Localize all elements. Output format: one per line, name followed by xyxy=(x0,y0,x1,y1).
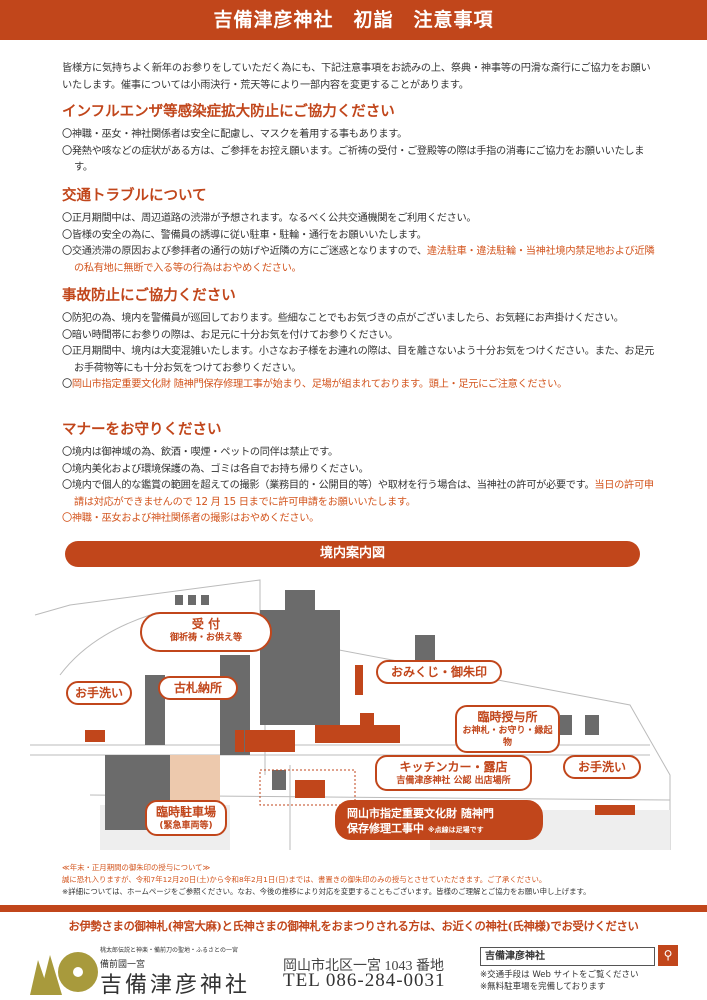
map-title: 境内案内図 xyxy=(65,541,640,567)
footer-tel: TEL 086-284-0031 xyxy=(283,970,446,991)
construction-note: ※点線は足場です xyxy=(427,826,484,834)
section: 事故防止にご協力ください〇防犯の為、境内を警備員が巡回しております。些細なことで… xyxy=(62,286,662,394)
notice-text: 〇発熱や咳などの症状がある方は、ご参拝をお控え願います。ご祈祷の受付・ご登殿等の… xyxy=(62,145,645,174)
map-label-toilet-right: お手洗い xyxy=(563,755,641,779)
precinct-map: 受 付御祈祷・お供え等 古札納所 お手洗い おみくじ・御朱印 臨時授与所お神札・… xyxy=(30,575,690,850)
notice-item: 〇岡山市指定重要文化財 随神門保存修理工事が始まり、足場が組まれております。頭上… xyxy=(62,377,662,394)
notice-item: 〇皆様の安全の為に、警備員の誘導に従い駐車・駐輪・通行をお願いいたします。 xyxy=(62,228,662,245)
construction-label: 岡山市指定重要文化財 随神門 xyxy=(347,807,494,820)
notes-detail: ※詳細については、ホームページをご参照ください。なお、今後の推移により対応を変更… xyxy=(62,887,591,896)
notice-text: 〇神職・巫女・神社関係者は安全に配慮し、マスクを着用する事もあります。 xyxy=(62,129,408,140)
notice-item: 〇発熱や咳などの症状がある方は、ご参拝をお控え願います。ご祈祷の受付・ご登殿等の… xyxy=(62,144,662,177)
map-label-construction: 岡山市指定重要文化財 随神門保存修理工事中 ※点線は足場です xyxy=(335,800,543,840)
page-title: 吉備津彦神社 初詣 注意事項 xyxy=(0,0,707,40)
map-label-kitchen: キッチンカー・露店吉備津彦神社 公認 出店場所 xyxy=(375,755,532,791)
map-label-kofuda: 古札納所 xyxy=(158,676,238,700)
notice-item: 〇神職・巫女・神社関係者は安全に配慮し、マスクを着用する事もあります。 xyxy=(62,127,662,144)
kitchen-sublabel: 吉備津彦神社 公認 出店場所 xyxy=(396,776,511,786)
section-title: 事故防止にご協力ください xyxy=(62,288,236,304)
section-title: 交通トラブルについて xyxy=(62,188,207,204)
notice-item: 〇交通渋滞の原因および参拝者の通行の妨げや近隣の方にご迷惑となりますので、違法駐… xyxy=(62,244,662,277)
notice-text-highlight: 違法駐車・違法駐輪・当神社境内禁足地および近隣の私有地に無断で入る等の行為はおや… xyxy=(74,246,655,274)
notice-text: 〇暗い時間帯にお参りの際は、お足元に十分お気を付けてお参りください。 xyxy=(62,329,398,341)
construction-label-2: 保存修理工事中 xyxy=(347,822,424,835)
footer-ichinomiya: 備前國一宮 xyxy=(100,960,146,970)
notice-item: 〇防犯の為、境内を警備員が巡回しております。些細なことでもお気づきの点がございま… xyxy=(62,311,662,328)
search-button[interactable]: ⚲ xyxy=(658,945,678,966)
section: インフルエンザ等感染症拡大防止にご協力ください〇神職・巫女・神社関係者は安全に配… xyxy=(62,102,662,177)
notice-item: 〇境内美化および環境保護の為、ゴミは各自でお持ち帰りください。 xyxy=(62,462,662,479)
notice-text-highlight: 当日の許可申請は対応ができませんので 12 月 15 日までに許可申請をお願いい… xyxy=(74,480,654,508)
map-drawing xyxy=(30,579,671,850)
notes-body: 誠に恐れ入りますが、令和7年12月20日(土)から令和8年2月1日(日)までは、… xyxy=(62,875,547,884)
map-label-parking: 臨時駐車場 (緊急車両等) xyxy=(145,800,227,836)
notice-item: 〇正月期間中、境内は大変混雑いたします。小さなお子様をお連れの際は、目を離さない… xyxy=(62,344,662,377)
kitchen-label: キッチンカー・露店 xyxy=(399,760,508,774)
footer-shrine-name: 吉備津彦神社 xyxy=(100,973,251,998)
parking-label: 臨時駐車場 xyxy=(155,805,216,819)
reception-sublabel: 御祈祷・お供え等 xyxy=(169,633,242,643)
search-input[interactable]: 吉備津彦神社 xyxy=(480,947,655,966)
notice-text: 〇正月期間中は、周辺道路の渋滞が予想されます。なるべく公共交通機関をご利用くださ… xyxy=(62,213,477,224)
notice-text: 〇正月期間中、境内は大変混雑いたします。小さなお子様をお連れの際は、目を離さない… xyxy=(62,346,655,374)
notice-item: 〇境内で個人的な鑑賞の範囲を超えての撮影（業務目的・公開目的等）や取材を行う場合… xyxy=(62,478,662,511)
notice-text: 〇皆様の安全の為に、警備員の誘導に従い駐車・駐輪・通行をお願いいたします。 xyxy=(62,229,427,241)
reception-label: 受 付 xyxy=(191,617,221,631)
footer-address: 岡山市北区一宮 1043 番地 xyxy=(283,959,444,974)
notice-text: 〇防犯の為、境内を警備員が巡回しております。些細なことでもお気づきの点がございま… xyxy=(62,313,624,324)
map-label-toilet-left: お手洗い xyxy=(66,681,132,705)
shrine-crest-logo xyxy=(30,952,98,995)
search-icon: ⚲ xyxy=(663,948,673,962)
parking-sublabel: (緊急車両等) xyxy=(159,821,213,831)
section-title: インフルエンザ等感染症拡大防止にご協力ください xyxy=(62,104,395,120)
notice-text: 〇境内で個人的な鑑賞の範囲を超えての撮影（業務目的・公開目的等）や取材を行う場合… xyxy=(62,480,595,491)
notice-item: 〇神職・巫女および神社関係者の撮影はおやめください。 xyxy=(62,511,662,528)
ise-notice: お伊勢さまの御神札(神宮大麻)と氏神さまの御神札をおまつりされる方は、お近くの神… xyxy=(68,919,639,933)
notice-item: 〇正月期間中は、周辺道路の渋滞が予想されます。なるべく公共交通機関をご利用くださ… xyxy=(62,211,662,228)
section: マナーをお守りください〇境内は御神域の為、飲酒・喫煙・ペットの同伴は禁止です。〇… xyxy=(62,420,662,528)
notice-item: 〇暗い時間帯にお参りの際は、お足元に十分お気を付けてお参りください。 xyxy=(62,328,662,345)
goshuin-notes: ≪年末・正月期間の御朱印の授与について≫ 誠に恐れ入りますが、令和7年12月20… xyxy=(62,862,682,898)
notice-text: 〇境内美化および環境保護の為、ゴミは各自でお持ち帰りください。 xyxy=(62,463,369,475)
notice-item: 〇境内は御神域の為、飲酒・喫煙・ペットの同伴は禁止です。 xyxy=(62,445,662,462)
divider-bar xyxy=(0,905,707,912)
map-label-reception: 受 付御祈祷・お供え等 xyxy=(140,612,272,652)
section: 交通トラブルについて〇正月期間中は、周辺道路の渋滞が予想されます。なるべく公共交… xyxy=(62,186,662,277)
map-label-juyo: 臨時授与所お神札・お守り・縁起物 xyxy=(455,705,560,753)
intro-text: 皆様方に気持ちよく新年のお参りをしていただく為にも、下記注意事項をお読みの上、祭… xyxy=(62,63,651,91)
juyo-sublabel: お神札・お守り・縁起物 xyxy=(462,726,553,748)
section-title: マナーをお守りください xyxy=(62,422,222,438)
footer-note-parking: ※無料駐車場を完備しております xyxy=(480,982,606,992)
notes-title: ≪年末・正月期間の御朱印の授与について≫ xyxy=(62,863,211,872)
notice-text: 〇 xyxy=(62,379,72,390)
notice-text: 〇交通渋滞の原因および参拝者の通行の妨げや近隣の方にご迷惑となりますので、 xyxy=(62,246,427,257)
notice-text-highlight: 岡山市指定重要文化財 随神門保存修理工事が始まり、足場が組まれております。頭上・… xyxy=(71,379,567,390)
map-label-omikuji: おみくじ・御朱印 xyxy=(376,660,502,684)
notice-text-highlight: 〇神職・巫女および神社関係者の撮影はおやめください。 xyxy=(62,513,320,524)
juyo-label: 臨時授与所 xyxy=(477,710,538,724)
footer-tagline: 桃太郎伝説と神楽・備前刀の聖地・ふるさとの一宮 xyxy=(100,947,238,954)
footer-note-transport: ※交通手段は Web サイトをご覧ください xyxy=(480,970,639,980)
notice-text: 〇境内は御神域の為、飲酒・喫煙・ペットの同伴は禁止です。 xyxy=(62,447,338,458)
